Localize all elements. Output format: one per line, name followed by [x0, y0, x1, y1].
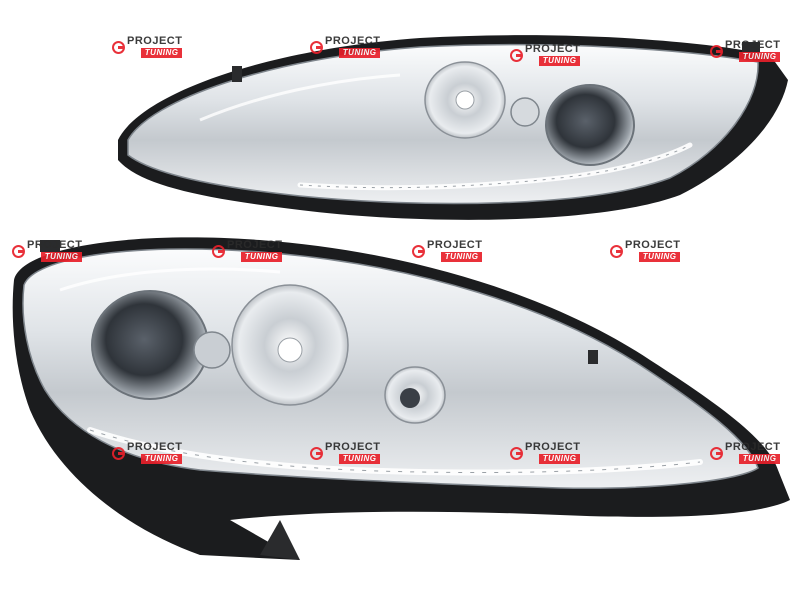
headlight-bottom-small-lens — [193, 331, 231, 369]
headlight-top-projector — [545, 84, 635, 166]
headlight-top-small-lens — [510, 97, 540, 127]
headlight-bottom — [12, 237, 791, 561]
headlight-bottom-led-strip — [87, 427, 703, 476]
headlight-bottom-bulb — [277, 337, 303, 363]
headlight-top — [118, 35, 788, 220]
headlight-bottom-projector — [91, 290, 209, 400]
headlight-top-bulb — [455, 90, 475, 110]
